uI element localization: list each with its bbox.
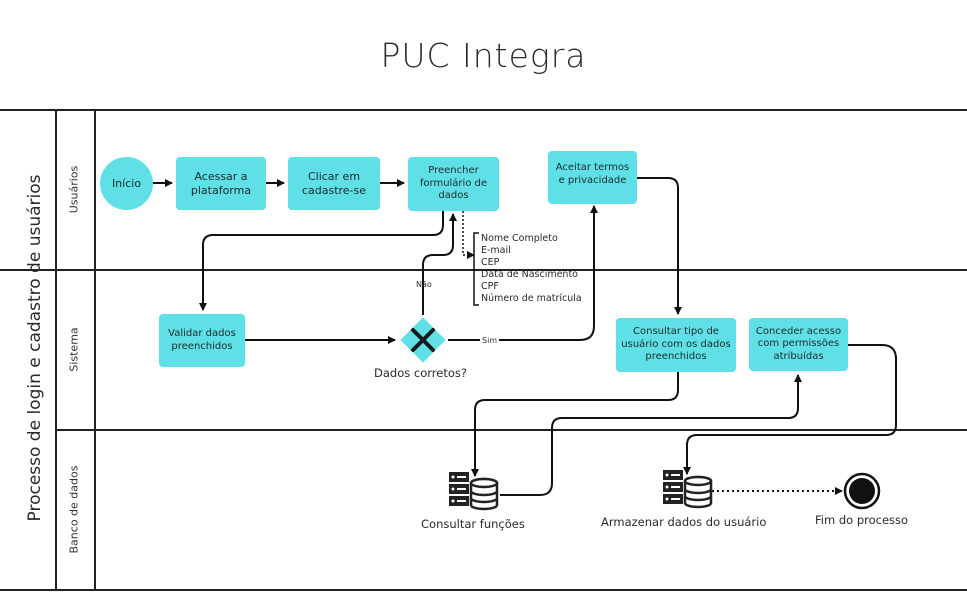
form-field-cpf: CPF (481, 281, 499, 292)
lane-divider-1 (0, 269, 967, 271)
flow-gateway-nao (422, 213, 457, 315)
flow-db-conceder (500, 374, 802, 496)
task-preencher-formulario: Preencher formulário de dados (408, 157, 499, 211)
lane-header-divider (94, 109, 96, 590)
form-field-nascimento: Data de Nascimento (481, 269, 578, 280)
task-aceitar-termos: Aceitar termos e privacidade (548, 151, 637, 204)
gateway-diamond (400, 317, 446, 363)
task-clicar-cadastre-se: Clicar em cadastre-se (288, 157, 380, 210)
task-validar-dados: Validar dados preenchidos (159, 314, 245, 367)
start-event: Início (100, 157, 153, 210)
flow-gateway-sim (448, 205, 598, 341)
form-field-cep: CEP (481, 257, 500, 268)
database-icon-consultar (449, 472, 499, 511)
pool-bottom-border (0, 589, 967, 591)
form-field-matricula: Número de matrícula (481, 293, 582, 304)
diagram-title: PUC Integra (380, 36, 587, 75)
end-event-label: Fim do processo (815, 513, 909, 527)
pool-header-divider (55, 109, 57, 590)
task-acessar-plataforma: Acessar a plataforma (176, 157, 266, 210)
datastore-label-armazenar: Armazenar dados do usuário (601, 515, 767, 529)
gateway-label: Dados corretos? (374, 366, 467, 380)
gateway-yes-label: Sim (480, 336, 500, 345)
task-conceder-acesso: Conceder acesso com permissões atribuída… (749, 318, 848, 371)
form-association (462, 211, 475, 259)
form-field-email: E-mail (481, 245, 511, 256)
form-fields-annotation: Nome Completo E-mail CEP Data de Nascime… (481, 233, 582, 305)
flow-conceder-armazenar (683, 344, 897, 475)
gateway-no-label: Não (416, 280, 432, 289)
flow-preencher-validar (199, 211, 444, 311)
form-fields-bracket (473, 232, 479, 306)
flow-aceitar-consultar (637, 177, 682, 315)
pool-top-border (0, 109, 967, 111)
datastore-label-consultar: Consultar funções (421, 517, 525, 531)
flow-consultar-db (471, 372, 679, 477)
database-icon-armazenar (663, 470, 713, 509)
lane-divider-2 (55, 429, 967, 431)
task-consultar-tipo-usuario: Consultar tipo de usuário com os dados p… (616, 318, 736, 372)
form-field-nome: Nome Completo (481, 233, 558, 244)
